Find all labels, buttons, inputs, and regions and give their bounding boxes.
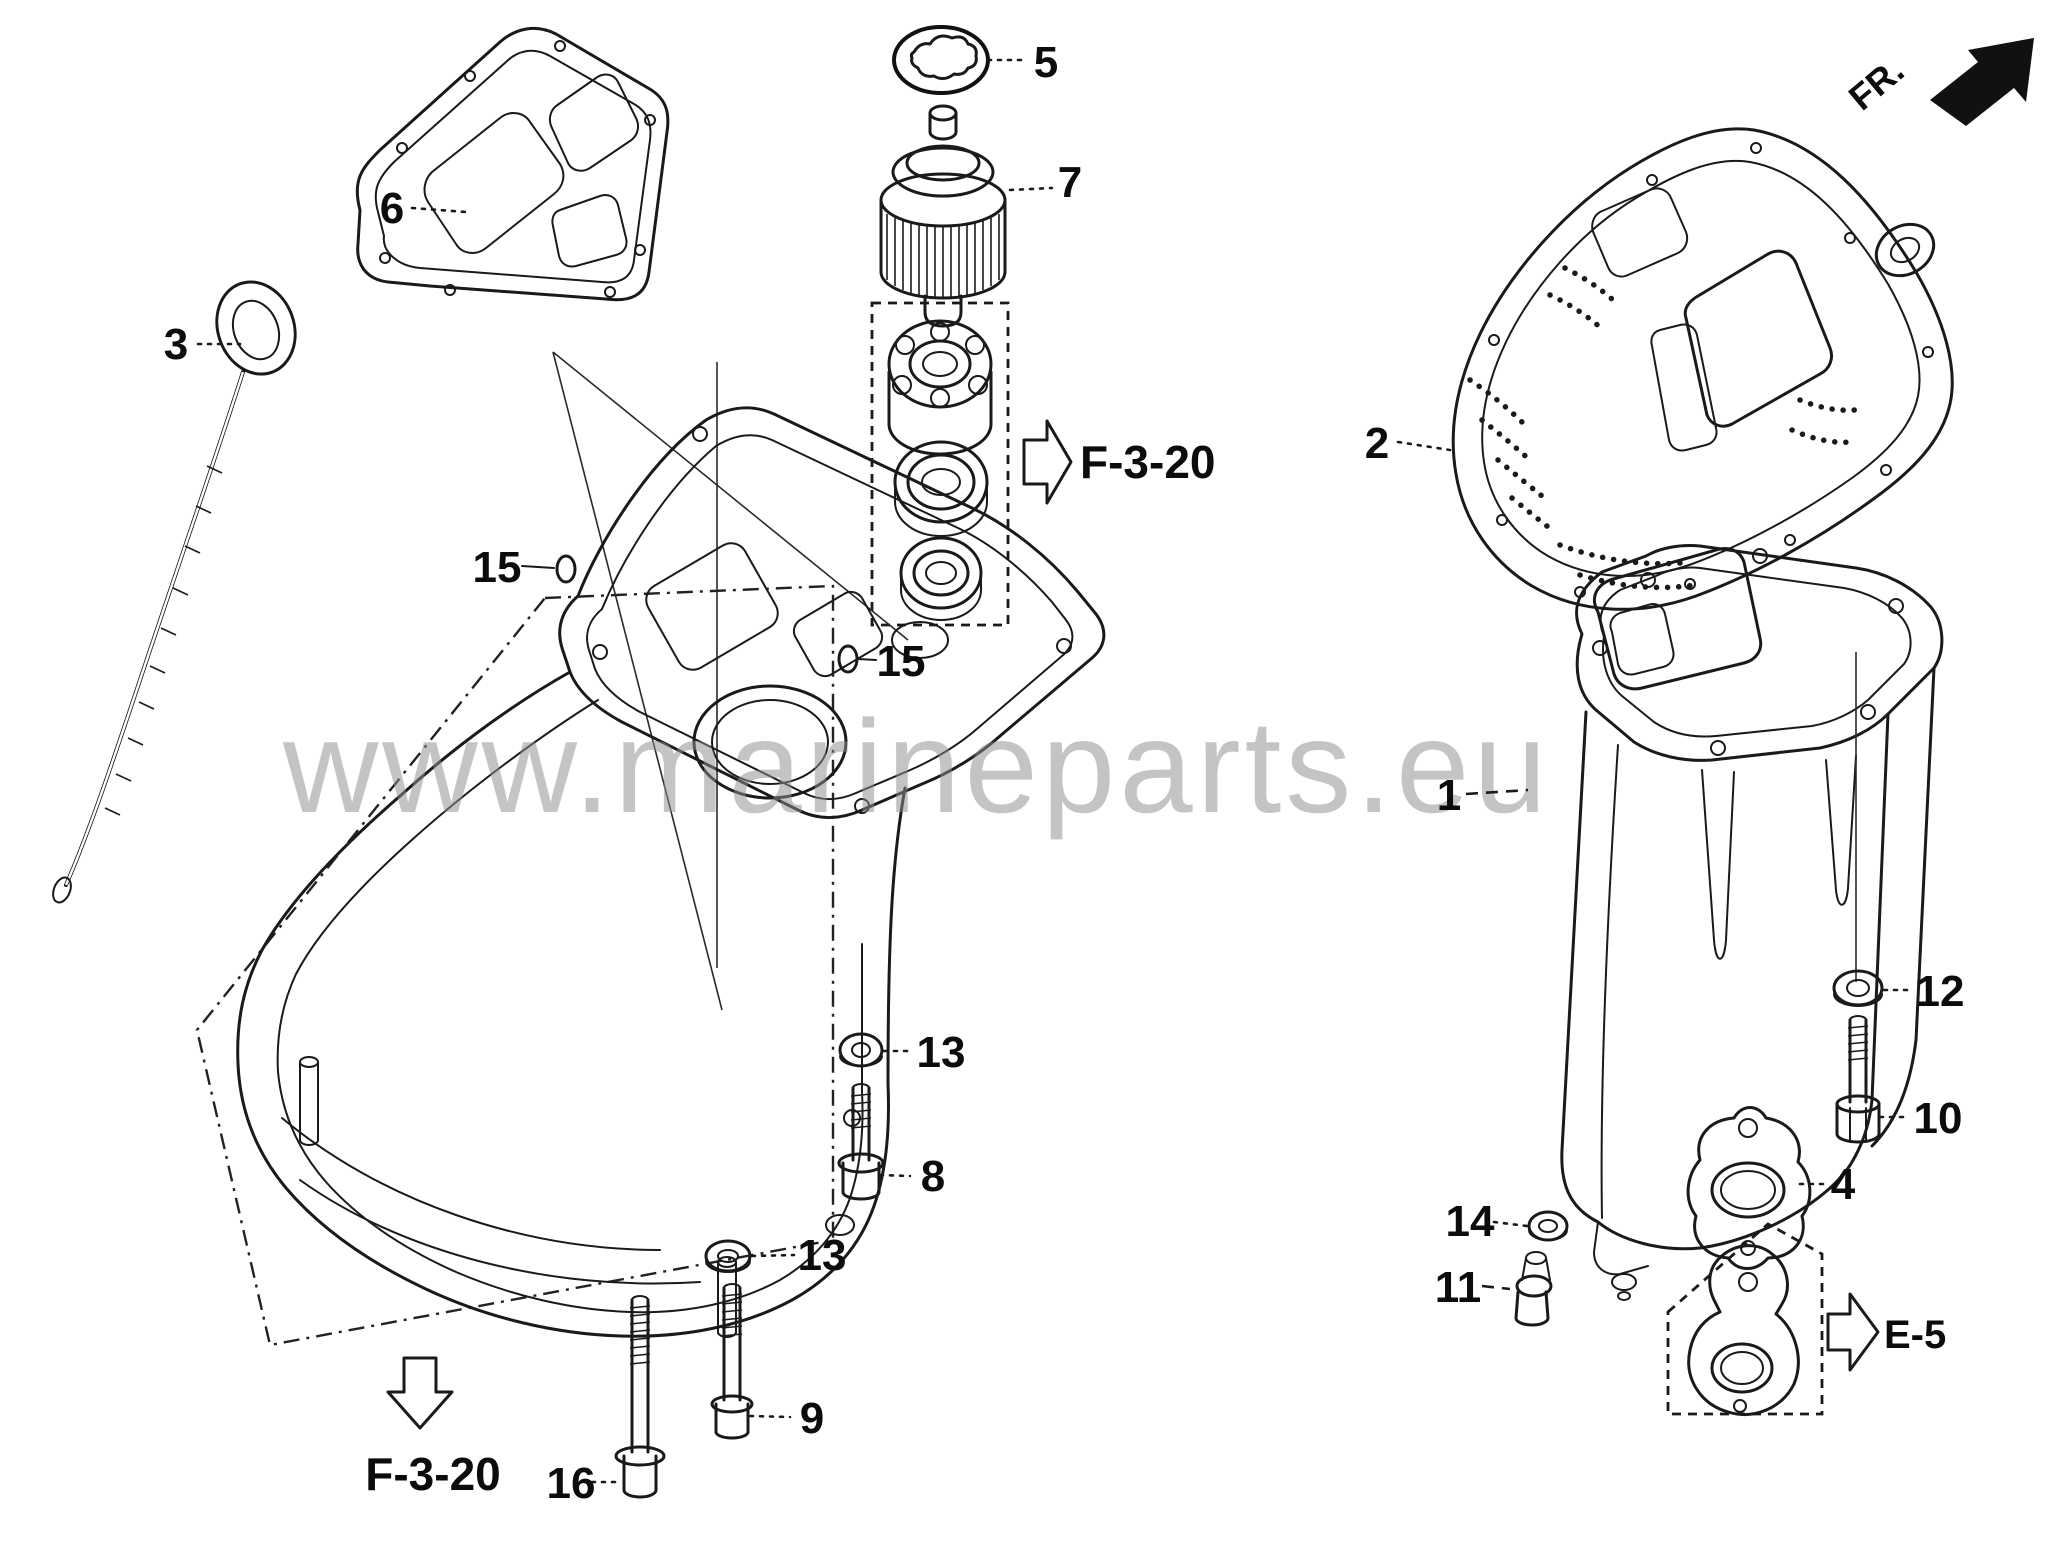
callout-7: 7: [1058, 158, 1082, 207]
callout-13b: 13: [798, 1231, 847, 1280]
part-14-washer-drawing: [1527, 1210, 1569, 1242]
part-10-bolt-drawing: [1835, 1015, 1881, 1144]
e5-arrow-icon: [1826, 1292, 1880, 1372]
part-1-oil-case-drawing: [1560, 544, 1944, 1301]
callout-11: 11: [1435, 1263, 1482, 1312]
fr-label: FR.: [1841, 49, 1912, 118]
part-4-mount-flange-drawing: [1686, 1106, 1812, 1270]
f320-mid-label: F-3-20: [1080, 436, 1215, 488]
e5-label: E-5: [1884, 1313, 1946, 1357]
part-13-nut-drawing: [838, 1032, 884, 1068]
part-6-gasket-drawing: [355, 27, 670, 302]
oil-pan-dashed-box: [195, 584, 835, 1347]
dowel-pin-15a: [555, 554, 577, 584]
callout-1: 1: [1437, 771, 1461, 820]
fr-direction: FR.: [1841, 38, 2034, 126]
reference-f320-mid: F-3-20: [1022, 419, 1215, 505]
dowel-pin-15b: [837, 644, 859, 674]
watermark-text: www.marineparts.eu: [282, 693, 1551, 840]
f320-bottom-label: F-3-20: [365, 1448, 500, 1500]
gasket-stipple-texture: [1467, 265, 1858, 591]
leader-lines: [196, 58, 1912, 1484]
part-13b-washer-drawing: [704, 1239, 752, 1273]
callout-2: 2: [1365, 419, 1389, 468]
callout-14: 14: [1446, 1197, 1495, 1246]
callout-numbers: 5 7 6 3 15 15 2 1 13 8 13 9 16 12 10 4 1…: [164, 38, 1965, 1508]
reference-e5-group: E-5: [1666, 1222, 1946, 1416]
callout-4: 4: [1831, 1160, 1856, 1209]
f320-mid-arrow-icon: [1022, 419, 1073, 505]
reference-f320-bottom: F-3-20: [365, 1356, 501, 1500]
part-16-bolt-drawing: [614, 1295, 666, 1499]
callout-13a: 13: [917, 1028, 966, 1077]
callout-16: 16: [547, 1459, 596, 1508]
dipstick-hatching: [104, 465, 223, 816]
e5-dashed-box: [1666, 1222, 1824, 1416]
callout-5: 5: [1034, 38, 1058, 87]
part-5-snap-ring-drawing: [892, 25, 990, 95]
part-8-bolt-drawing: [837, 1083, 885, 1201]
callout-3: 3: [164, 320, 188, 369]
callout-10: 10: [1914, 1094, 1963, 1143]
part-9-bolt-drawing: [710, 1283, 754, 1440]
part-oil-pan-drawing: [195, 351, 1106, 1347]
part-11-drain-bolt-drawing: [1514, 1251, 1553, 1327]
callout-6: 6: [380, 184, 404, 233]
part-2-gasket-drawing: [1451, 127, 1954, 611]
f320-bottom-arrow-icon: [386, 1356, 454, 1430]
callout-15a: 15: [473, 543, 522, 592]
gear-spline-hatching: [886, 214, 1000, 298]
bearing-set-dashed-box: [870, 301, 1010, 627]
part-3-dipstick-drawing: [52, 280, 297, 904]
part-12-nut-drawing: [1832, 969, 1884, 1007]
callout-8: 8: [921, 1152, 945, 1201]
callout-15b: 15: [877, 637, 926, 686]
callout-12: 12: [1916, 967, 1965, 1016]
callout-9: 9: [800, 1394, 824, 1443]
fr-arrow-icon: [1930, 38, 2034, 126]
part-7-gear-drawing: [879, 104, 1007, 328]
